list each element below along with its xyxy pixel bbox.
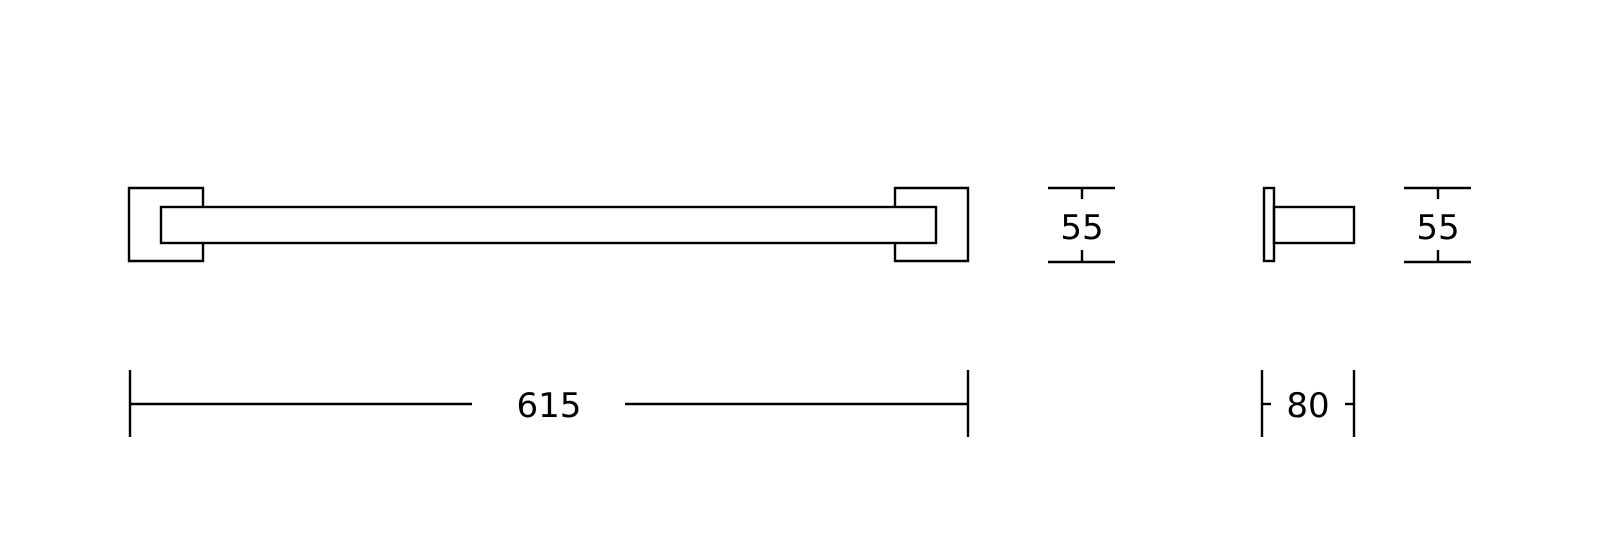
- wall-plate: [1262, 186, 1276, 263]
- depth-dimension: 80: [1260, 370, 1356, 437]
- bar-profile: [1272, 205, 1356, 245]
- side-view: [1262, 186, 1356, 263]
- front-height-dimension: 55: [1048, 186, 1115, 264]
- front-height-label: 55: [1060, 208, 1103, 248]
- front-view: [127, 186, 970, 263]
- towel-bar: [159, 205, 938, 245]
- length-dimension: 615: [128, 370, 970, 437]
- side-height-dimension: 55: [1404, 186, 1471, 264]
- side-height-label: 55: [1416, 208, 1459, 248]
- right-wall-bracket: [893, 186, 970, 263]
- left-wall-bracket: [127, 186, 205, 263]
- depth-label: 80: [1286, 386, 1329, 426]
- length-label: 615: [517, 386, 582, 426]
